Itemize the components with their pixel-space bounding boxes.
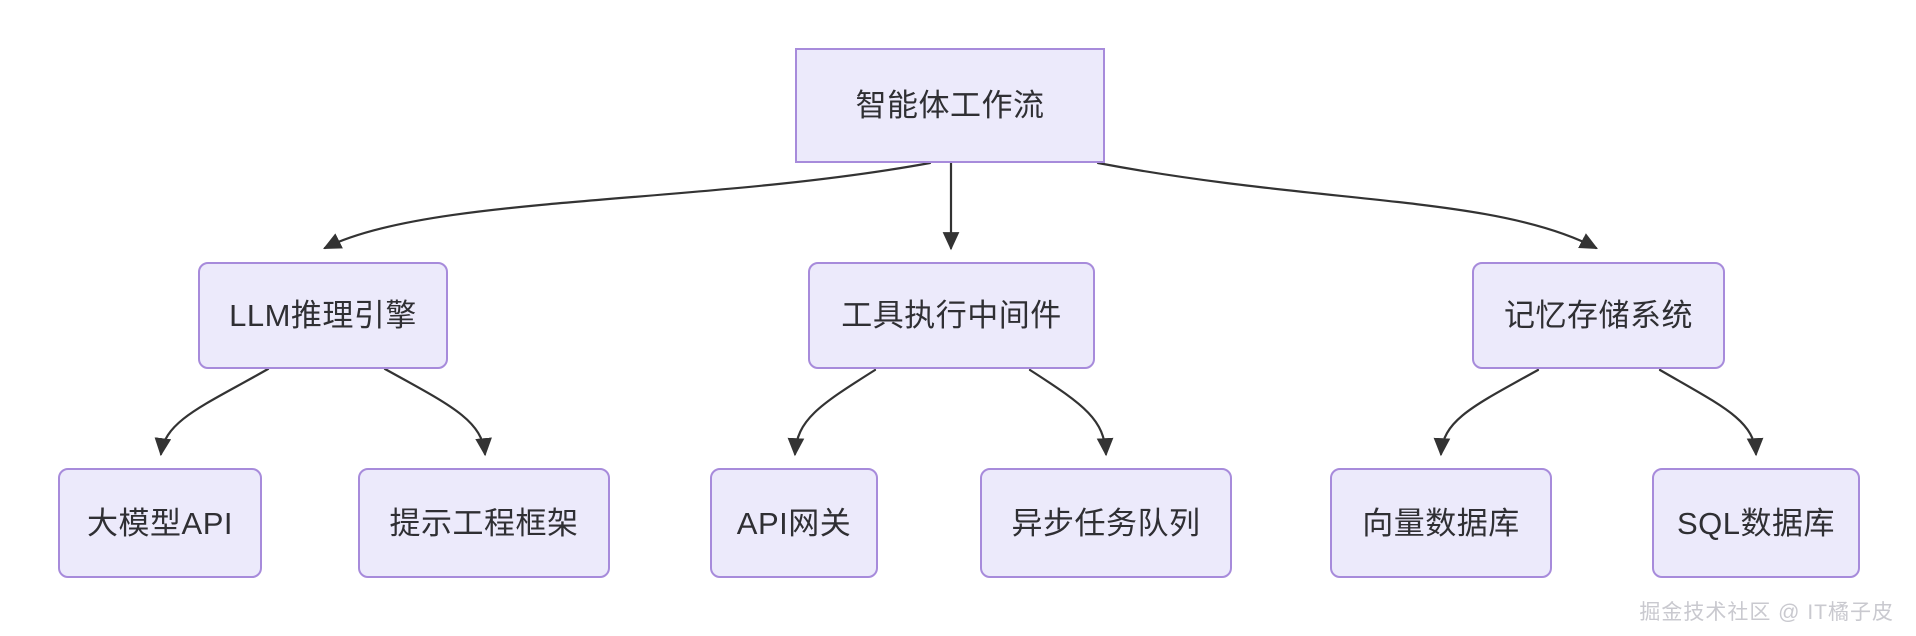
node-label-llm: LLM推理引擎 [229, 298, 417, 333]
node-label-sql-db: SQL数据库 [1676, 505, 1836, 541]
edge-memory-to-vector-db [1433, 368, 1540, 457]
edge-llm-to-model-api [154, 367, 270, 457]
edge-tool-to-api-gateway [787, 368, 877, 457]
node-model-api[interactable]: 大模型API [58, 468, 262, 578]
node-label-memory: 记忆存储系统 [1504, 298, 1693, 333]
node-root[interactable]: 智能体工作流 [795, 48, 1105, 163]
node-prompt-fw[interactable]: 提示工程框架 [358, 468, 610, 578]
edge-memory-to-sql-db [1658, 368, 1764, 457]
edge-root-to-llm [323, 161, 932, 250]
edge-root-to-memory [1096, 161, 1598, 250]
node-label-tool: 工具执行中间件 [841, 298, 1062, 333]
node-label-vector-db: 向量数据库 [1362, 505, 1520, 541]
watermark: 掘金技术社区 @ IT橘子皮 [1639, 601, 1894, 624]
node-api-gateway[interactable]: API网关 [710, 468, 878, 578]
node-label-api-gateway: API网关 [736, 505, 852, 541]
node-vector-db[interactable]: 向量数据库 [1330, 468, 1552, 578]
node-task-queue[interactable]: 异步任务队列 [980, 468, 1232, 578]
node-label-task-queue: 异步任务队列 [1011, 505, 1201, 541]
node-sql-db[interactable]: SQL数据库 [1652, 468, 1860, 578]
node-tool[interactable]: 工具执行中间件 [808, 262, 1095, 369]
node-memory[interactable]: 记忆存储系统 [1472, 262, 1725, 369]
edge-tool-to-task-queue [1028, 368, 1114, 457]
edge-llm-to-prompt-fw [383, 367, 492, 457]
node-label-model-api: 大模型API [87, 505, 233, 541]
node-label-root: 智能体工作流 [855, 88, 1045, 123]
node-llm[interactable]: LLM推理引擎 [198, 262, 448, 369]
node-label-prompt-fw: 提示工程框架 [389, 505, 579, 541]
